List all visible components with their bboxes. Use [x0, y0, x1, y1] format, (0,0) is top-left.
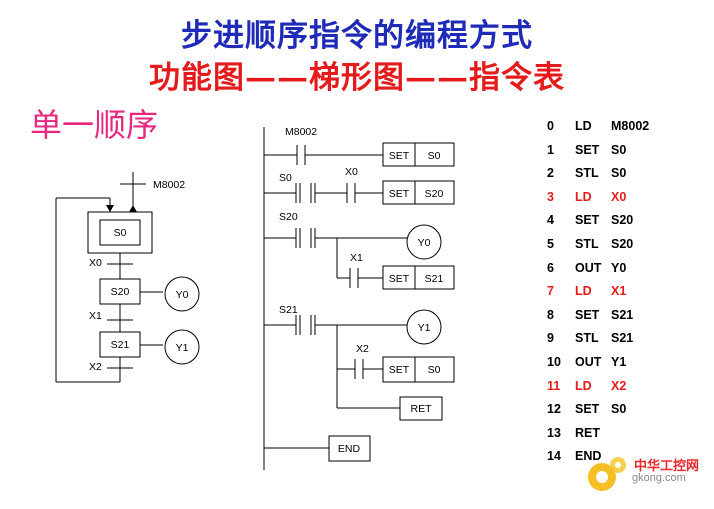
sfc-step: S20 [111, 286, 130, 298]
instruction-step-number: 5 [547, 237, 554, 251]
subtitle: 单一顺序 [30, 106, 159, 144]
ladder-operand: S21 [425, 273, 444, 285]
ladder-operand: S0 [428, 150, 441, 162]
instruction-step-number: 4 [547, 213, 554, 228]
instruction-step-number: 6 [547, 260, 554, 275]
ladder-end: END [338, 443, 361, 455]
instruction-row: 5 STL S20 [547, 237, 633, 251]
instruction-op: END [575, 449, 602, 464]
ladder-coil: SET [389, 150, 410, 162]
instruction-op: LD [575, 119, 592, 133]
instruction-op: STL [575, 166, 599, 181]
instruction-operand: S21 [611, 307, 634, 322]
instruction-step-number: 14 [547, 449, 561, 464]
instruction-operand: S0 [611, 402, 627, 417]
instruction-op: SET [575, 142, 600, 157]
instruction-op: SET [575, 402, 600, 417]
ladder-contact-label: X2 [356, 343, 369, 355]
instruction-step-number: 2 [547, 166, 554, 181]
sfc-transition-label: X1 [89, 310, 102, 322]
instruction-operand: S21 [611, 331, 634, 346]
instruction-op: STL [575, 331, 599, 346]
arrow-icon [129, 205, 137, 212]
instruction-step-number: 1 [547, 142, 554, 157]
instruction-row: 10 OUT Y1 [547, 355, 626, 369]
instruction-step-number: 11 [547, 378, 561, 393]
instruction-step-number: 0 [547, 119, 554, 133]
instruction-operand: M8002 [611, 119, 650, 133]
instruction-step-number: 3 [547, 189, 554, 204]
instruction-operand: X1 [611, 284, 627, 299]
instruction-operand: Y1 [611, 355, 627, 369]
instruction-step-number: 9 [547, 331, 554, 346]
instruction-row: 13 RET [547, 426, 611, 440]
instruction-op: OUT [575, 260, 602, 275]
instruction-row: 12 SET S0 [547, 402, 626, 416]
instruction-operand: X2 [611, 378, 627, 393]
instruction-op: SET [575, 307, 600, 322]
instruction-step-number: 13 [547, 425, 561, 440]
instruction-row: 9 STL S21 [547, 331, 633, 345]
sfc-init-step: S0 [114, 227, 127, 239]
instruction-row: 11 LD X2 [547, 379, 626, 393]
sfc-transition-label: X0 [89, 257, 102, 269]
instruction-op: SET [575, 213, 600, 228]
instruction-step-number: 8 [547, 307, 554, 322]
instruction-step-number: 7 [547, 284, 554, 299]
instruction-row: 4 SET S20 [547, 213, 633, 227]
title-line-2: 功能图——梯形图——指令表 [149, 60, 565, 96]
ladder-contact-label: S20 [279, 211, 298, 223]
instruction-operand: S0 [611, 166, 627, 181]
sfc-transition-label: X2 [89, 361, 102, 373]
instruction-row: 2 STL S0 [547, 166, 626, 180]
title-line-1: 步进顺序指令的编程方式 [181, 18, 533, 54]
instruction-row: 6 OUT Y0 [547, 261, 626, 275]
watermark-text: 中华工控网 [634, 459, 700, 474]
sfc-output: Y1 [176, 342, 189, 354]
instruction-operand: S0 [611, 142, 627, 157]
watermark-url: gkong.com [632, 472, 686, 484]
sfc-step: S21 [111, 339, 130, 351]
ladder-output: Y0 [418, 237, 431, 249]
sfc-init-contact-label: M8002 [153, 179, 185, 191]
ladder-coil: SET [389, 364, 410, 376]
instruction-op: LD [575, 189, 592, 204]
ladder-output: Y1 [418, 322, 431, 334]
ladder-operand: S0 [428, 364, 441, 376]
ladder-contact-label: S0 [279, 172, 292, 184]
ladder-contact-label: X0 [345, 166, 358, 178]
ladder-coil: SET [389, 188, 410, 200]
instruction-row: 1 SET S0 [547, 143, 626, 157]
sfc-output: Y0 [176, 289, 189, 301]
instruction-operand: S20 [611, 213, 634, 228]
ladder-operand: S20 [425, 188, 444, 200]
instruction-operand: Y0 [611, 260, 627, 275]
instruction-op: RET [575, 425, 600, 440]
arrow-icon [106, 205, 114, 212]
ladder-contact-label: M8002 [285, 126, 317, 138]
instruction-op: LD [575, 284, 592, 299]
instruction-op: STL [575, 237, 599, 251]
instruction-row: 8 SET S21 [547, 308, 633, 322]
ladder-contact-label: X1 [350, 252, 363, 264]
instruction-row: 7 LD X1 [547, 284, 626, 298]
instruction-op: OUT [575, 355, 602, 369]
instruction-row: 3 LD X0 [547, 190, 626, 204]
instruction-step-number: 12 [547, 402, 561, 417]
instruction-operand: X0 [611, 189, 627, 204]
ladder-ret: RET [411, 403, 433, 415]
gkong-logo [588, 457, 626, 491]
instruction-operand: S20 [611, 237, 634, 251]
instruction-row: 14 END [547, 449, 611, 463]
instruction-step-number: 10 [547, 355, 561, 369]
ladder-contact-label: S21 [279, 304, 298, 316]
instruction-row: 0 LD M8002 [547, 119, 649, 133]
instruction-op: LD [575, 378, 592, 393]
ladder-coil: SET [389, 273, 410, 285]
